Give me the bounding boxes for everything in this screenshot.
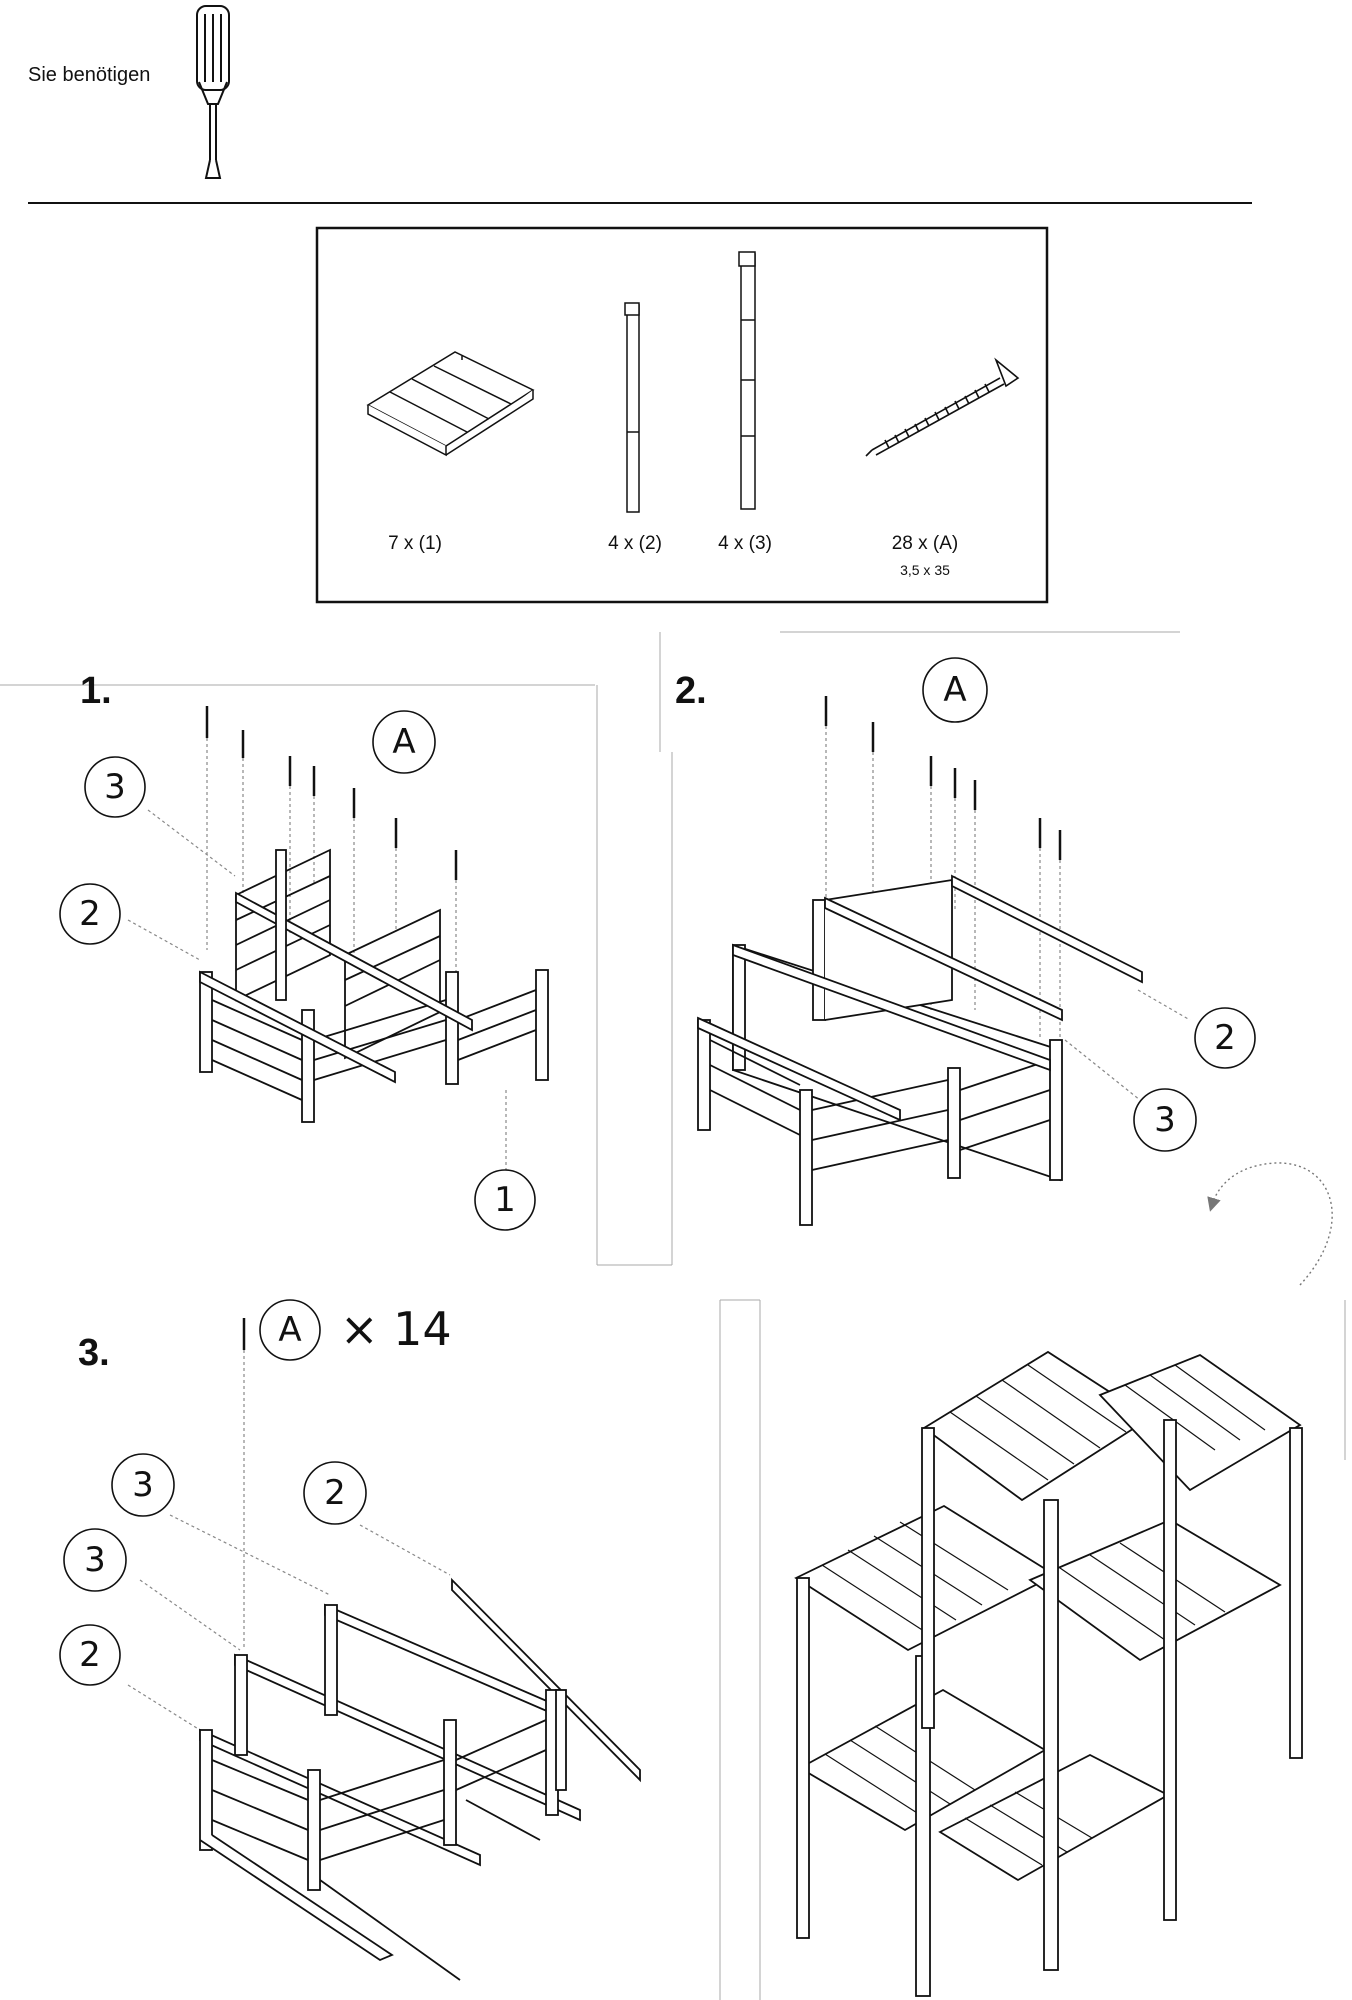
- rotate-arrow-icon: [1207, 1162, 1333, 1286]
- step-3-callouts: [59, 1299, 367, 1686]
- step-3-screw-label: A: [278, 1310, 302, 1350]
- step-3-callout-2b: 2: [79, 1635, 101, 1675]
- step-1-callout-3: 3: [104, 767, 126, 807]
- step-1-callout-1: 1: [494, 1180, 516, 1220]
- parts-label-3: 4 x (3): [718, 533, 772, 554]
- step-3-multiplier: × 14: [340, 1302, 452, 1356]
- step-3-callout-2a: 2: [324, 1473, 346, 1513]
- step-2-callout-2: 2: [1214, 1018, 1236, 1058]
- finished-shelf-drawing: [794, 1350, 1303, 1997]
- step-3-drawing: [127, 1318, 641, 1981]
- step-2-drawing: [697, 696, 1191, 1226]
- step-1-callouts: [59, 710, 536, 1231]
- parts-label-4: 28 x (A): [891, 533, 959, 554]
- step-2-number: 2.: [675, 670, 707, 712]
- short-post-icon: [624, 302, 640, 513]
- step-1-callout-2: 2: [79, 894, 101, 934]
- parts-label-1: 7 x (1): [388, 533, 442, 554]
- step-2-callouts: [922, 657, 1256, 1152]
- step-3-callout-3b: 3: [84, 1540, 106, 1580]
- step-2-callout-3: 3: [1154, 1100, 1176, 1140]
- needs-label: Sie benötigen: [28, 64, 151, 86]
- parts-sublabel-4: 3,5 x 35: [900, 562, 950, 578]
- step-2-screw-label: A: [943, 670, 967, 710]
- shelf-panel-icon: [366, 351, 535, 457]
- long-post-icon: [738, 251, 756, 510]
- step-3-guide-lines: [719, 1299, 1346, 2000]
- step-3-callout-3a: 3: [132, 1465, 154, 1505]
- step-1-screw-label: A: [392, 722, 416, 762]
- parts-box: [315, 226, 1049, 604]
- screw-icon: [865, 357, 1020, 457]
- parts-label-2: 4 x (2): [608, 533, 662, 554]
- step-3-number: 3.: [78, 1332, 110, 1374]
- step-1-drawing: [127, 706, 549, 1200]
- screwdriver-icon: [196, 5, 230, 179]
- step-1-number: 1.: [80, 670, 112, 712]
- step-1-guide-lines: [0, 631, 1180, 1266]
